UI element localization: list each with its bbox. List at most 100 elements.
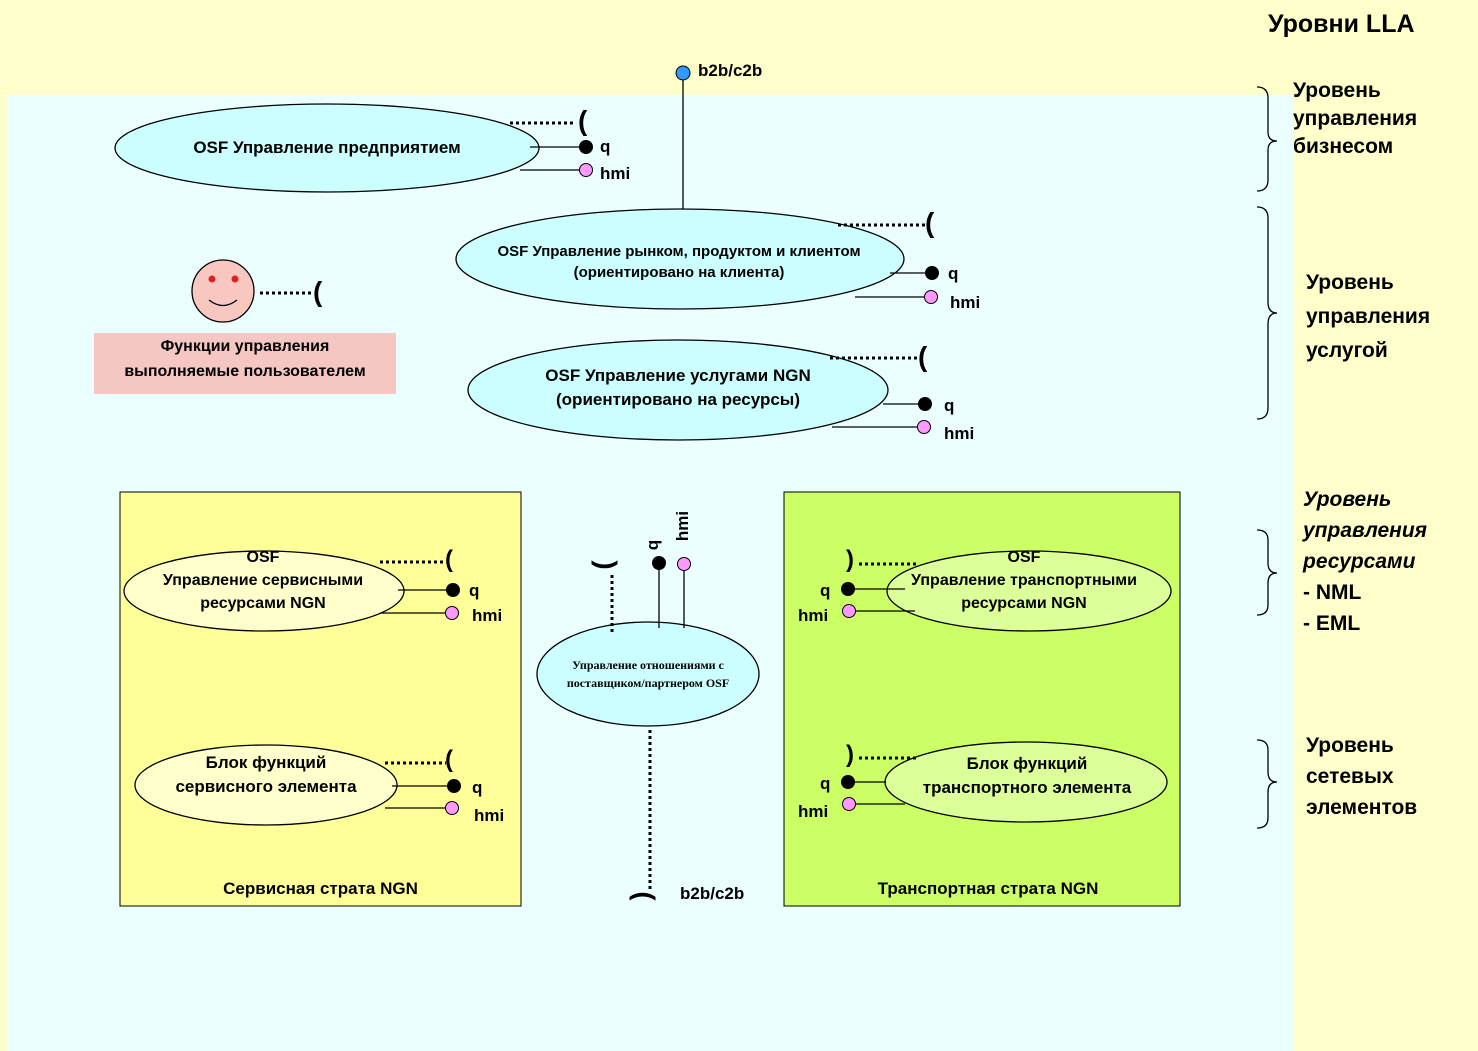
level-service-line: Уровень xyxy=(1306,271,1394,294)
service-resources-label-line: ресурсами NGN xyxy=(200,595,326,612)
transport-element-paren: ) xyxy=(846,741,854,768)
service-element-hmi-label: hmi xyxy=(474,806,505,825)
service-resources-hmi-dot xyxy=(445,606,459,620)
enterprise-hmi-label: hmi xyxy=(600,164,631,183)
level-service-line: услугой xyxy=(1306,339,1388,362)
service-resources-label-line: OSF xyxy=(246,549,280,566)
level-resource-line: - EML xyxy=(1303,612,1361,635)
partner-osf-ellipse xyxy=(536,621,760,727)
partner-label: Управление отношениями с поставщиком/пар… xyxy=(537,656,759,692)
service-mgmt-label-line: OSF Управление услугами NGN xyxy=(545,366,811,385)
service-element-q-dot xyxy=(447,779,461,793)
partner-q-label: q xyxy=(643,539,663,551)
partner-hmi-dot xyxy=(677,557,691,571)
service-stratum-label: Сервисная страта NGN xyxy=(223,879,418,898)
transport-element-label: Блок функций транспортного элемента xyxy=(886,752,1168,800)
transport-element-q-label: q xyxy=(820,774,831,793)
enterprise-paren: ( xyxy=(578,105,588,136)
level-business: Уровень управления бизнесом xyxy=(1293,77,1417,161)
service-mgmt-label-line: (ориентировано на ресурсы) xyxy=(556,390,800,409)
brace-resource xyxy=(1256,529,1278,616)
transport-resources-label-line: OSF xyxy=(1007,549,1041,566)
service-mgmt-hmi-label: hmi xyxy=(944,424,975,443)
level-resource-line: ресурсами xyxy=(1303,550,1416,573)
service-mgmt-q-dot xyxy=(918,397,932,411)
enterprise-q-dot xyxy=(579,140,593,154)
service-element-label-line: сервисного элемента xyxy=(175,777,357,796)
service-resources-paren: ( xyxy=(445,546,453,573)
user-functions-label-line: выполняемые пользователем xyxy=(124,363,366,380)
partner-q-dot xyxy=(652,556,666,570)
service-element-q-label: q xyxy=(472,778,483,797)
transport-resources-q-label: q xyxy=(820,581,831,600)
level-resource-line: - NML xyxy=(1303,581,1362,604)
market-q-dot xyxy=(925,266,939,280)
market-osf-ellipse xyxy=(455,208,905,310)
b2b-top-dot xyxy=(675,65,691,81)
brace-business xyxy=(1256,86,1278,192)
partner-label-line: Управление отношениями с xyxy=(572,658,724,672)
level-business-line: бизнесом xyxy=(1293,135,1394,158)
transport-resources-osf-ellipse xyxy=(886,550,1172,632)
service-mgmt-q-label: q xyxy=(944,396,955,415)
level-network-line: Уровень xyxy=(1306,734,1394,757)
market-label-line: (ориентировано на клиента) xyxy=(573,264,785,281)
enterprise-q-label: q xyxy=(600,137,611,156)
service-resources-label: OSF Управление сервисными ресурсами NGN xyxy=(118,546,408,615)
service-mgmt-label: OSF Управление услугами NGN (ориентирова… xyxy=(468,364,888,412)
partner-label-line: поставщиком/партнером OSF xyxy=(566,676,730,690)
level-network: Уровень сетевых элементов xyxy=(1306,730,1417,823)
b2b-top-label: b2b/c2b xyxy=(698,61,763,80)
smiley-face-icon xyxy=(191,259,255,323)
partner-paren-bottom: ( xyxy=(629,891,661,901)
transport-resources-label-line: Управление транспортными xyxy=(911,572,1137,589)
user-functions-label-line: Функции управления xyxy=(160,338,330,355)
transport-element-label-line: транспортного элемента xyxy=(922,778,1132,797)
market-paren: ( xyxy=(925,207,935,238)
service-mgmt-paren: ( xyxy=(918,341,928,372)
brace-network xyxy=(1256,739,1278,829)
service-resources-label-line: Управление сервисными xyxy=(162,572,364,589)
user-functions-label: Функции управления выполняемые пользоват… xyxy=(80,334,410,384)
service-element-ellipse xyxy=(134,744,398,826)
market-label: OSF Управление рынком, продуктом и клиен… xyxy=(448,241,910,283)
service-element-label: Блок функций сервисного элемента xyxy=(135,751,397,799)
transport-stratum-label: Транспортная страта NGN xyxy=(877,879,1099,898)
transport-element-q-dot xyxy=(841,775,855,789)
user-paren: ( xyxy=(313,276,323,307)
transport-resources-hmi-dot xyxy=(842,604,856,618)
partner-hmi-label: hmi xyxy=(673,510,693,542)
transport-resources-label-line: ресурсами NGN xyxy=(961,595,1087,612)
transport-element-hmi-label: hmi xyxy=(798,802,829,821)
service-element-label-line: Блок функций xyxy=(205,753,327,772)
page-title: Уровни LLA xyxy=(1268,10,1415,38)
level-service: Уровень управления услугой xyxy=(1306,266,1430,368)
enterprise-hmi-dot xyxy=(579,163,593,177)
transport-element-label-line: Блок функций xyxy=(966,754,1088,773)
transport-element-hmi-dot xyxy=(842,797,856,811)
market-hmi-dot xyxy=(924,290,938,304)
enterprise-label: OSF Управление предприятием xyxy=(193,138,461,157)
enterprise-osf-ellipse xyxy=(114,103,540,193)
partner-paren-top: ) xyxy=(591,560,623,570)
market-hmi-label: hmi xyxy=(950,293,981,312)
level-business-line: управления xyxy=(1293,107,1418,130)
level-business-line: Уровень xyxy=(1293,79,1381,102)
service-resources-q-label: q xyxy=(469,581,480,600)
service-resources-hmi-label: hmi xyxy=(472,606,503,625)
level-network-line: элементов xyxy=(1306,796,1418,819)
transport-resources-label: OSF Управление транспортными ресурсами N… xyxy=(876,546,1172,615)
service-resources-osf-ellipse xyxy=(123,550,405,632)
level-network-line: сетевых xyxy=(1306,765,1394,788)
transport-resources-hmi-label: hmi xyxy=(798,606,829,625)
level-resource: Уровень управления ресурсами - NML - EML xyxy=(1303,484,1427,639)
market-label-line: OSF Управление рынком, продуктом и клиен… xyxy=(497,243,861,260)
brace-service xyxy=(1256,206,1278,420)
service-element-hmi-dot xyxy=(445,801,459,815)
level-resource-line: Уровень xyxy=(1303,488,1392,511)
transport-resources-paren: ) xyxy=(846,546,854,573)
market-q-label: q xyxy=(948,264,959,283)
b2b-bottom-label: b2b/c2b xyxy=(680,884,745,903)
level-resource-line: управления xyxy=(1303,519,1428,542)
